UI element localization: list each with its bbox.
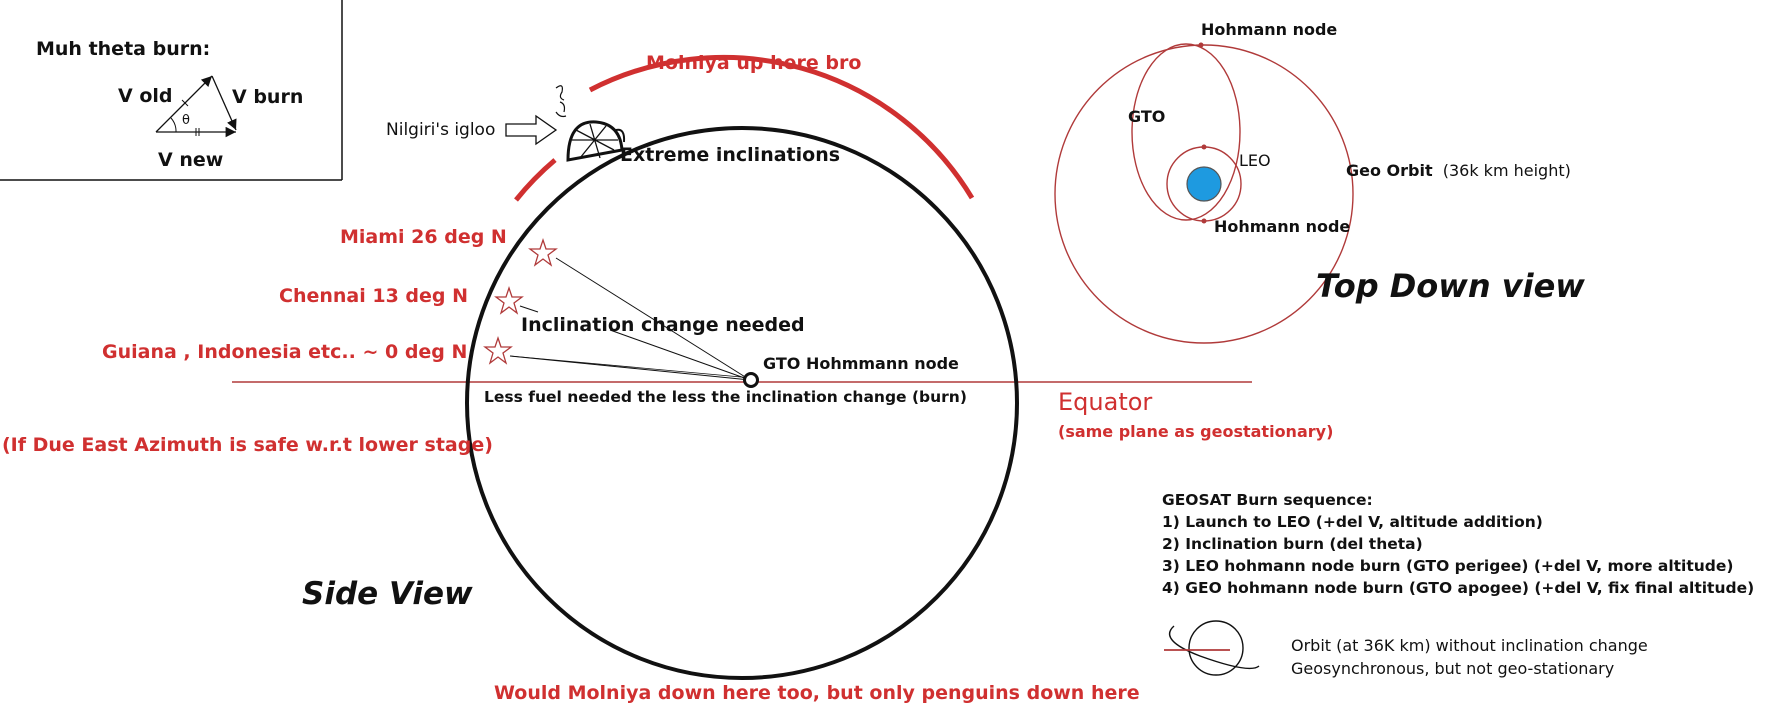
geo-orbit-label: Geo Orbit (36k km height) bbox=[1346, 161, 1571, 180]
burn-step-1: 1) Launch to LEO (+del V, altitude addit… bbox=[1162, 513, 1543, 531]
hohmann-node-top-label: Hohmann node bbox=[1201, 20, 1337, 39]
inset-title: Muh theta burn: bbox=[36, 38, 210, 60]
theta-symbol: θ bbox=[182, 113, 190, 128]
side-view-title: Side View bbox=[302, 576, 473, 612]
side-view: Nilgiri's igloo Molniya up here bro Extr… bbox=[2, 52, 1333, 704]
burn-step-4: 4) GEO hohmann node burn (GTO apogee) (+… bbox=[1162, 579, 1754, 597]
legend-line-2: Geosynchronous, but not geo-stationary bbox=[1291, 659, 1614, 678]
hohmann-node-bottom-marker bbox=[1201, 218, 1207, 224]
chennai-label: Chennai 13 deg N bbox=[279, 285, 468, 307]
gto-orbit-ellipse bbox=[1131, 43, 1241, 221]
v-old-label: V old bbox=[118, 85, 173, 107]
hohmann-node-bottom-label: Hohmann node bbox=[1214, 217, 1350, 236]
burn-step-2: 2) Inclination burn (del theta) bbox=[1162, 535, 1423, 553]
burn-sequence: GEOSAT Burn sequence: 1) Launch to LEO (… bbox=[1162, 491, 1754, 597]
legend-inclined-orbit bbox=[1168, 625, 1260, 670]
legend: Orbit (at 36K km) without inclination ch… bbox=[1164, 620, 1648, 678]
equator-note: (same plane as geostationary) bbox=[1058, 422, 1333, 441]
igloo-pointer-arrow bbox=[505, 114, 558, 146]
leo-label: LEO bbox=[1239, 151, 1271, 170]
guiana-label: Guiana , Indonesia etc.. ~ 0 deg N bbox=[102, 341, 467, 363]
molniya-arc-left bbox=[514, 158, 557, 202]
chennai-star-icon bbox=[494, 285, 524, 315]
hohmann-node-top-marker bbox=[1198, 42, 1204, 48]
due-east-note: (If Due East Azimuth is safe w.r.t lower… bbox=[2, 434, 493, 456]
burn-sequence-title: GEOSAT Burn sequence: bbox=[1162, 491, 1373, 509]
v-new-label: V new bbox=[158, 149, 223, 171]
igloo-icon bbox=[555, 85, 626, 162]
geo-orbit-circle bbox=[1054, 44, 1354, 344]
v-burn-vector bbox=[211, 75, 237, 131]
less-fuel-label: Less fuel needed the less the inclinatio… bbox=[484, 388, 967, 406]
inclination-change-label: Inclination change needed bbox=[521, 314, 805, 336]
equator-label: Equator bbox=[1058, 388, 1152, 416]
gto-label: GTO bbox=[1128, 107, 1165, 126]
igloo-label: Nilgiri's igloo bbox=[386, 120, 495, 140]
earth-side-circle bbox=[465, 126, 1019, 680]
chennai-path-line-2 bbox=[609, 329, 751, 381]
miami-path-line bbox=[555, 257, 751, 381]
geo-orbit-name: Geo Orbit bbox=[1346, 161, 1433, 180]
molniya-up-label: Molniya up here bro bbox=[646, 52, 861, 74]
miami-label: Miami 26 deg N bbox=[340, 226, 507, 248]
v-burn-label: V burn bbox=[232, 86, 303, 108]
guiana-star-icon bbox=[483, 335, 513, 365]
theta-burn-inset: Muh theta burn: V old V burn V new θ bbox=[0, 0, 343, 181]
top-down-view: Hohmann node GTO LEO Geo Orbit (36k km h… bbox=[1054, 20, 1585, 344]
top-down-title: Top Down view bbox=[1316, 267, 1585, 305]
chennai-path-line bbox=[519, 305, 539, 313]
gto-node-marker bbox=[743, 372, 759, 388]
molniya-arc-right bbox=[588, 54, 975, 200]
guiana-path-line-2 bbox=[509, 355, 753, 379]
extreme-inclinations-label: Extreme inclinations bbox=[620, 144, 840, 166]
miami-star-icon bbox=[528, 237, 558, 267]
legend-line-1: Orbit (at 36K km) without inclination ch… bbox=[1291, 636, 1648, 655]
leo-node-marker bbox=[1201, 144, 1207, 150]
legend-planet-icon bbox=[1188, 620, 1244, 676]
burn-step-3: 3) LEO hohmann node burn (GTO perigee) (… bbox=[1162, 557, 1734, 575]
molniya-down-label: Would Molniya down here too, but only pe… bbox=[494, 682, 1140, 704]
geo-orbit-height: (36k km height) bbox=[1443, 161, 1571, 180]
earth-top-icon bbox=[1186, 166, 1222, 202]
gto-node-label: GTO Hohmmann node bbox=[763, 354, 959, 373]
v-old-vector bbox=[155, 75, 213, 133]
